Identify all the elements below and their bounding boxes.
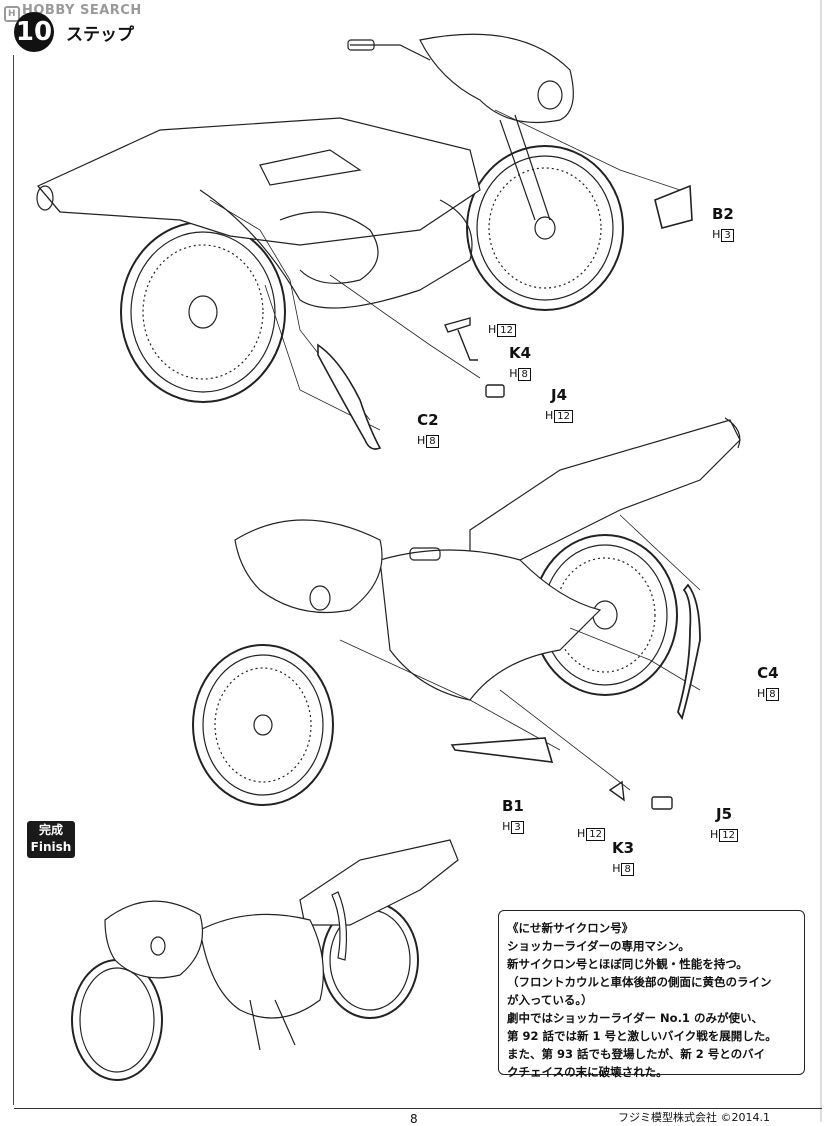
description-line: （フロントカウルと車体後部の側面に黄色のライン [507,975,772,989]
description-line: 第 92 話では新 1 号と激しいバイク戦を展開した。 [507,1029,777,1043]
step-title: ステップ [66,25,134,45]
description-line: 劇中ではショッカーライダー No.1 のみが使い、 [507,1011,763,1025]
copyright: フジミ模型株式会社 ©2014.1 [618,1111,770,1124]
page-number: 8 [410,1112,418,1126]
finish-badge: 完成 Finish [27,821,75,858]
part-c2-shape [317,343,382,450]
part-c4-shape [677,583,701,721]
page-edge [820,0,822,1122]
description-line: が入っている。） [507,993,593,1007]
part-j5-shape [651,796,673,810]
description-line: また、第 93 話でも登場したが、新 2 号とのバイ [507,1047,766,1061]
part-k4-shape [444,317,478,361]
margin-rule [13,55,14,1105]
part-b1-shape [450,737,554,763]
finished-motorcycle-drawing [71,839,459,1081]
step-number-badge: 10 [14,12,54,52]
description-line: ショッカーライダーの専用マシン。 [507,939,690,953]
hobby-search-logo-icon: H [4,6,20,22]
description-box: 《にせ新サイクロン号》 ショッカーライダーの専用マシン。 新サイクロン号とほぼ同… [498,910,805,1079]
footer-rule [14,1108,822,1109]
middle-motorcycle-drawing [192,417,741,806]
top-motorcycle-drawing [36,33,681,431]
description-line: クチェイスの末に破壊された。 [507,1065,668,1079]
part-j4-shape [485,384,505,398]
description-title: 《にせ新サイクロン号》 [507,921,634,935]
part-b2-shape [654,184,693,229]
part-k3-shape [608,780,625,802]
description-line: 新サイクロン号とほぼ同じ外観・性能を持つ。 [507,957,748,971]
